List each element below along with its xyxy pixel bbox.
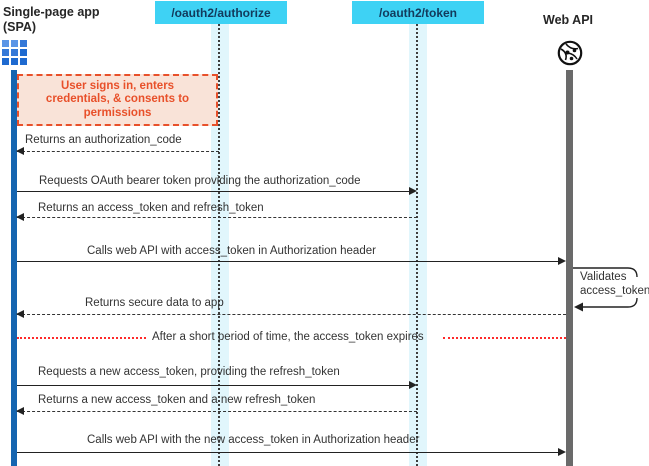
dashed-return-arrow	[16, 310, 566, 318]
token-lifeline-band	[409, 24, 427, 466]
message-label-calls-webapi: Calls web API with access_token in Autho…	[87, 245, 376, 257]
dashed-return-arrow	[16, 407, 417, 415]
message-label-returns-secure-data: Returns secure data to app	[85, 297, 224, 309]
expire-dotted-line-right	[443, 337, 566, 339]
token-lifeline	[416, 24, 418, 466]
grid-cell	[2, 49, 9, 56]
grid-cell	[11, 40, 18, 47]
spa-activation-bar	[11, 70, 17, 466]
token-endpoint-box: /oauth2/token	[352, 1, 484, 24]
webapi-actor-title: Web API	[543, 13, 594, 27]
solid-request-arrow	[17, 381, 417, 389]
message-label-returns-authorization-code: Returns an authorization_code	[25, 134, 182, 146]
grid-cell	[11, 49, 18, 56]
user-signin-note: User signs in, enters credentials, & con…	[17, 74, 218, 126]
authorize-lifeline	[218, 24, 220, 466]
grid-cell	[2, 58, 9, 65]
solid-request-arrow	[17, 187, 417, 195]
message-label-calls-webapi-new-token: Calls web API with the new access_token …	[87, 434, 420, 446]
message-label-requests-bearer-token: Requests OAuth bearer token providing th…	[39, 175, 361, 187]
message-label-returns-new-tokens: Returns a new access_token and a new ref…	[38, 394, 316, 406]
user-signin-note-text: User signs in, enters credentials, & con…	[45, 79, 190, 119]
validates-line1: Validates	[580, 271, 627, 283]
validate-self-loop-arrow	[573, 267, 638, 312]
grid-cell	[20, 40, 27, 47]
message-label-requests-new-token: Requests a new access_token, providing t…	[38, 366, 340, 378]
token-endpoint-label: /oauth2/token	[378, 5, 457, 20]
spa-title-line1: Single-page app	[3, 5, 100, 19]
authorize-endpoint-label: /oauth2/authorize	[171, 5, 271, 20]
validates-line2: access_token	[580, 285, 649, 297]
dashed-return-arrow	[16, 147, 219, 155]
authorize-lifeline-band	[211, 24, 229, 466]
globe-network-icon	[557, 40, 583, 66]
solid-request-arrow	[17, 448, 566, 456]
spa-actor-title: Single-page app (SPA)	[3, 5, 100, 35]
spa-title-line2: (SPA)	[3, 20, 37, 34]
message-label-returns-tokens: Returns an access_token and refresh_toke…	[38, 202, 264, 214]
grid-cell	[2, 40, 9, 47]
authorize-endpoint-box: /oauth2/authorize	[155, 1, 287, 24]
validates-access-token-label: Validates access_token	[580, 270, 649, 298]
app-grid-icon	[2, 40, 27, 65]
expire-dotted-line-left	[17, 337, 146, 339]
grid-cell	[20, 58, 27, 65]
expire-note-label: After a short period of time, the access…	[152, 331, 424, 343]
solid-request-arrow	[17, 257, 566, 265]
dashed-return-arrow	[16, 213, 417, 221]
grid-cell	[11, 58, 18, 65]
grid-cell	[20, 49, 27, 56]
webapi-activation-bar	[566, 70, 573, 466]
